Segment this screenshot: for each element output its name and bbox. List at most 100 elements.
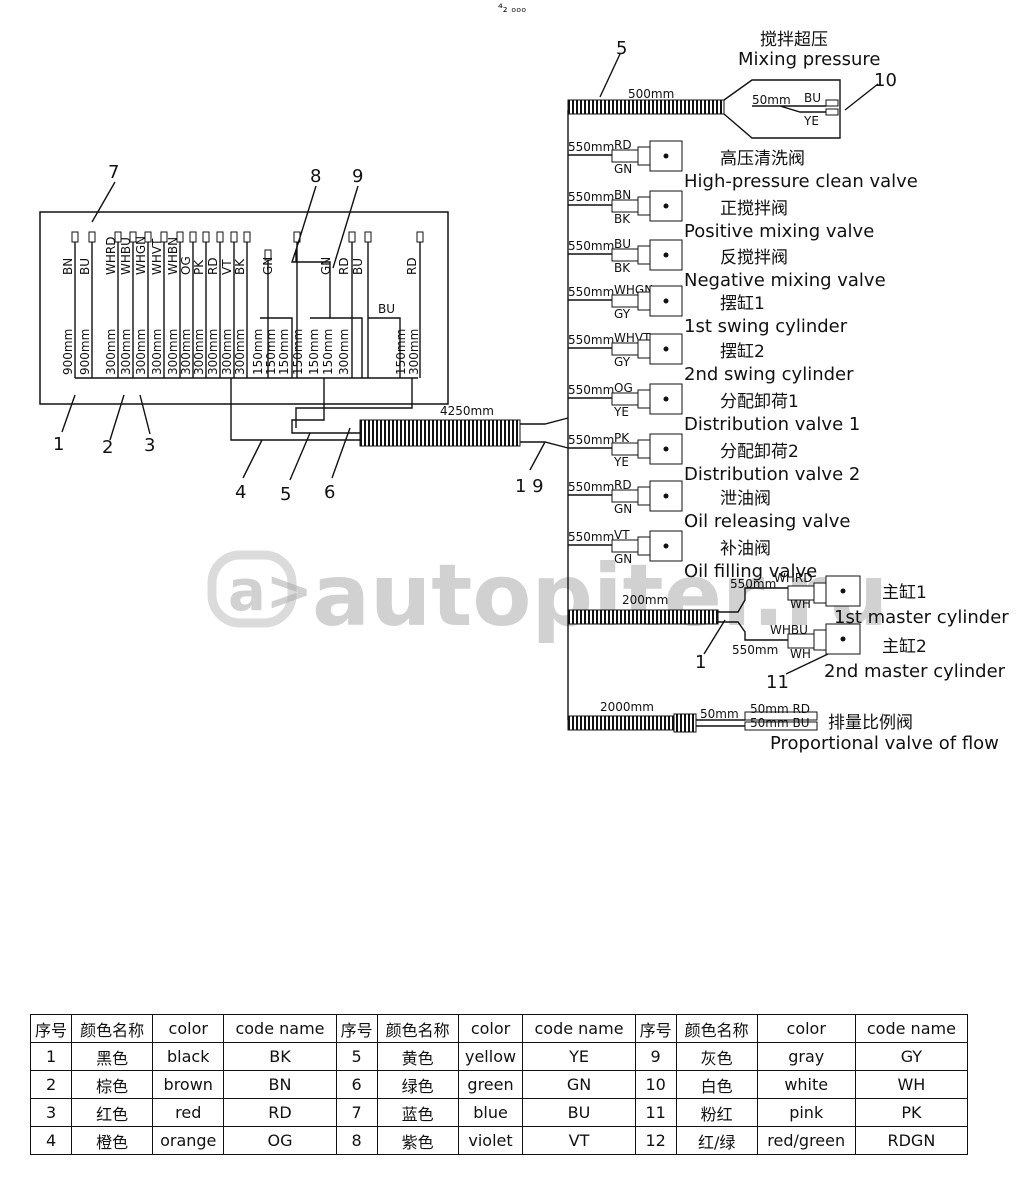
leader-2 [109,394,125,441]
leader-6 [331,427,351,479]
valve-coil-dot [663,493,669,499]
legend-cell: 3 [29,1098,73,1127]
valve-length: 550mm [568,530,614,544]
leader-4 [242,439,263,479]
valve-length: 550mm [568,140,614,154]
valve-plug [611,294,639,308]
leader-1 [61,394,76,433]
legend-header-cell: code name [522,1014,636,1043]
master-split [718,587,788,641]
master-cylinder-1: 550mm WHRD WH 主缸1 1st master cylinder [730,571,1009,628]
valve-name-zh: 摆缸2 [720,341,765,362]
callout-10: 10 [874,70,897,91]
valve-pins [637,146,651,166]
legend-header-cell: color [152,1014,225,1043]
legend-cell: VT [522,1126,636,1155]
panel-wire-code: PK [192,259,206,275]
panel-wire-code: WHBU [119,237,133,275]
panel-pin [202,231,210,243]
panel-wire-length: 300mm [179,329,193,375]
legend-cell: 灰色 [675,1042,758,1071]
valve-name-en: High-pressure clean valve [684,171,918,192]
panel-wire-length: 150mm [291,329,305,375]
legend-cell: 白色 [675,1070,758,1099]
valve-coil-dot [663,203,669,209]
panel-pin [230,231,238,243]
legend-cell: 4 [29,1126,73,1155]
valve-length: 550mm [568,190,614,204]
master-c2-zh: 主缸2 [882,636,927,657]
panel-wire-length: 900mm [78,329,92,375]
valve-wire-2: GN [614,502,632,516]
panel-wire-length: 300mm [119,329,133,375]
legend-cell: orange [152,1126,225,1155]
legend-cell: 10 [634,1070,677,1099]
panel-pin [416,231,424,243]
panel-wire-length: 300mm [104,329,118,375]
trunk-sleeve [359,419,521,447]
legend-cell: OG [223,1126,337,1155]
prop-len: 2000mm [600,700,654,714]
legend-cell: 棕色 [71,1070,154,1099]
valve-wire-1: BN [614,188,631,202]
callout-5: 5 [280,484,291,505]
master-c2-en: 2nd master cylinder [824,661,1006,682]
valve-wire-1: RD [614,138,632,152]
legend-header-cell: color [756,1014,856,1043]
panel-pin [243,231,251,243]
panel-wire-code: WHBN [166,237,180,275]
valve-plug [611,149,639,163]
valve-name-zh: 分配卸荷2 [720,442,799,462]
panel-wire-code: RD [405,257,419,275]
panel-wire-length: 300mm [166,329,180,375]
valve-name-en: 1st swing cylinder [684,316,848,337]
callout-3: 3 [144,435,155,456]
valve-plug [611,199,639,213]
panel-blocks [260,317,401,378]
panel-wire-code: OG [179,256,193,275]
legend-header-cell: 序号 [634,1014,677,1043]
valve-name-en: Distribution valve 1 [684,414,860,435]
panel-wire-length: 300mm [134,329,148,375]
valve-plug [611,248,639,262]
mixing-connector-outline [723,79,841,139]
panel-wire-length: 300mm [192,329,206,375]
wire-4 [230,378,360,441]
callout-2: 2 [102,437,113,458]
valve-coil-dot [663,446,669,452]
master-cylinder-2: 550mm WHBU WH 主缸2 2nd master cylinder [732,623,1006,682]
master-trunk-length: 200mm [622,593,668,607]
panel-wire-length: 300mm [233,329,247,375]
panel-pin [216,231,224,243]
valve-wire-2: BK [614,261,631,275]
valve-pins [637,196,651,216]
mixing-length: 500mm [628,87,674,101]
legend-cell: violet [457,1126,524,1155]
legend-cell: 黑色 [71,1042,154,1071]
legend-header-cell: 颜色名称 [376,1014,459,1043]
valve-wire-1: VT [614,528,630,542]
valve-name-zh: 反搅拌阀 [720,248,788,268]
legend-cell: green [457,1070,524,1099]
legend-cell: 9 [634,1042,677,1071]
valve-pins [637,486,651,506]
legend-cell: 橙色 [71,1126,154,1155]
legend-cell: red/green [756,1126,856,1155]
valve-name-en: Positive mixing valve [684,221,874,242]
panel-wire-length: 150mm [264,329,278,375]
control-box [39,211,449,405]
legend-cell: GN [522,1070,636,1099]
legend-header-cell: code name [854,1014,969,1043]
panel-pin [364,231,372,243]
panel-wire-code: VT [220,259,234,275]
legend-cell: 11 [634,1098,677,1127]
legend-cell: 1 [29,1042,73,1071]
valve-name-zh: 摆缸1 [720,293,765,314]
